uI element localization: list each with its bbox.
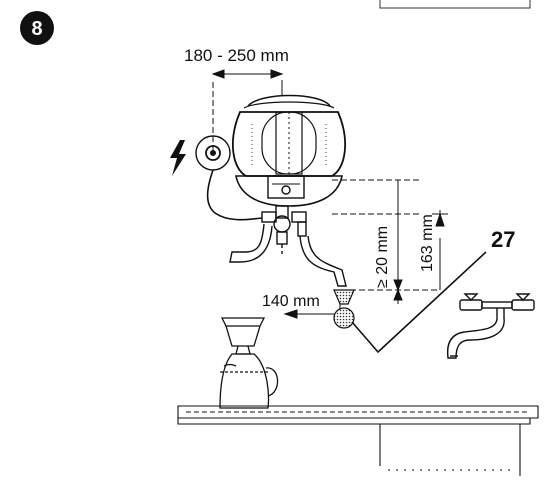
step-number: 8 — [31, 18, 42, 40]
coffee-jug-icon — [219, 317, 279, 409]
right-spout — [299, 235, 347, 287]
dimension-label-140: 140 mm — [262, 293, 320, 310]
boiler-tank — [232, 94, 346, 207]
left-spout — [229, 223, 273, 263]
dimension-label-163: 163 mm — [419, 214, 436, 272]
mixer-valve — [261, 205, 307, 254]
wall-mixer-tap-icon — [446, 293, 535, 359]
dimension-label-20: ≥ 20 mm — [374, 226, 391, 288]
power-cable — [206, 169, 263, 221]
drain-funnel-icon — [333, 289, 355, 329]
step-badge: 8 — [20, 11, 54, 45]
dimension-height-20 — [393, 180, 403, 304]
dimension-height-163 — [432, 210, 448, 290]
callout-leader — [351, 251, 487, 354]
lightning-bolt-icon — [170, 140, 186, 176]
dimension-top-width — [211, 69, 284, 150]
countertop — [177, 405, 539, 476]
reference-lines — [332, 179, 440, 291]
callout-number: 27 — [491, 227, 515, 252]
dimension-label-top: 180 - 250 mm — [184, 46, 289, 65]
top-right-frame — [379, 0, 531, 9]
